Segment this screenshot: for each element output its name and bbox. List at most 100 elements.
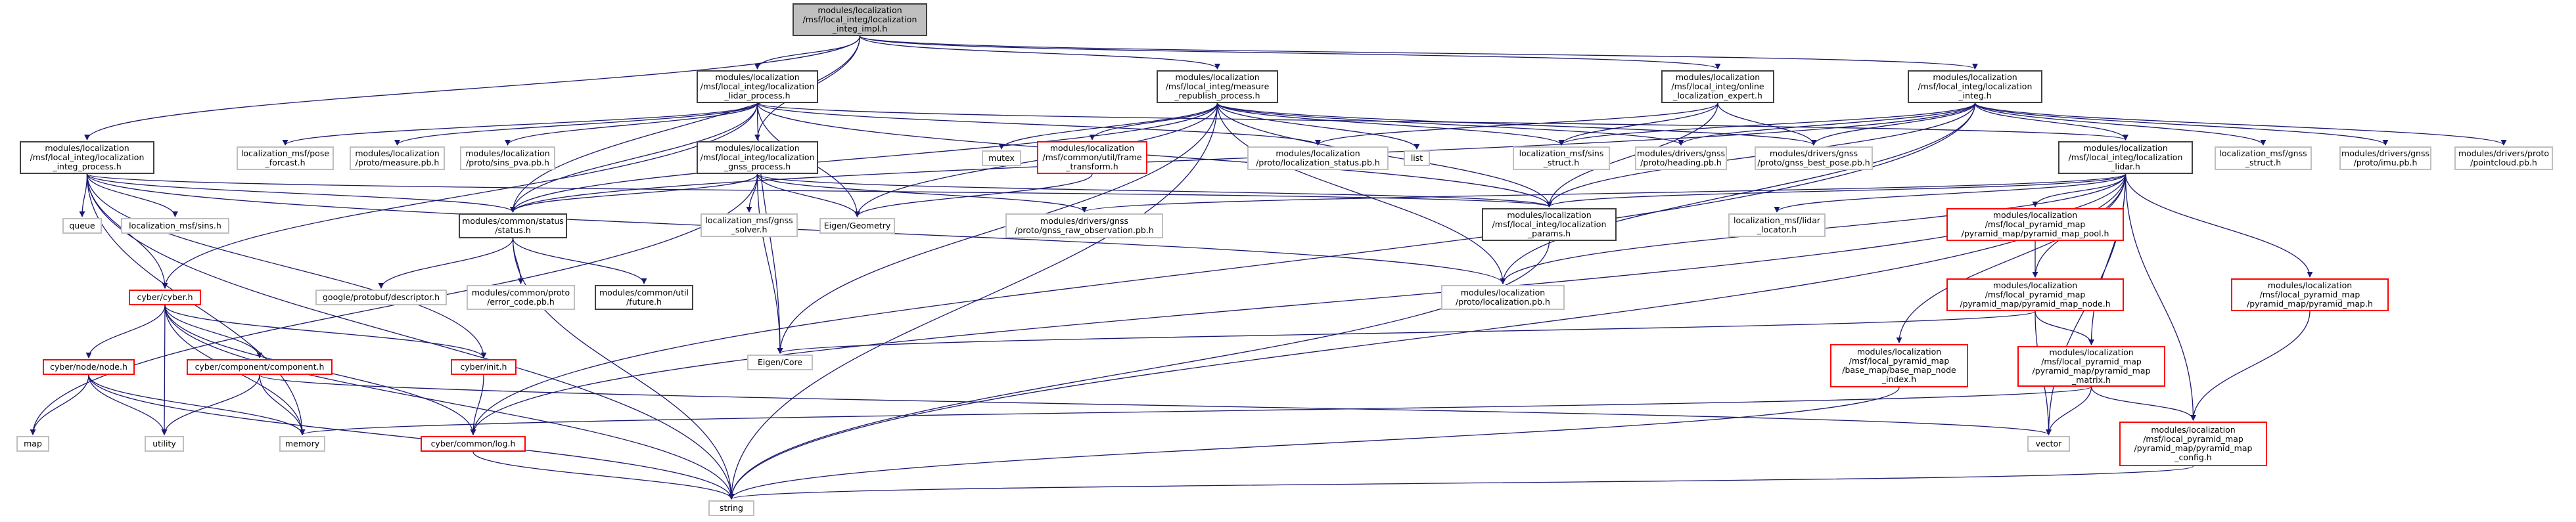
edge-component_h-to-memory <box>259 374 306 435</box>
edge-localization_lidar_h-to-pyramid_map_config <box>2125 173 2197 421</box>
node-gnss-solver-h[interactable]: localization_msf/gnss _solver.h <box>701 213 798 237</box>
edge-pyramid_map_matrix-to-pyramid_map_config <box>2090 386 2197 421</box>
node-eigen-geometry[interactable]: Eigen/Geometry <box>819 218 895 234</box>
edge-gnss_process-to-gnss_raw_observation_pb <box>756 173 1088 213</box>
edge-cyber_h-to-component_h <box>164 305 263 359</box>
edge-measure_republish-to-eigen_core <box>777 102 1218 354</box>
edge-pyramid_map_config-to-string <box>729 466 2194 500</box>
node-imu-pb-h[interactable]: modules/drivers/gnss /proto/imu.pb.h <box>2339 146 2431 170</box>
node-cyber-init-h[interactable]: cyber/init.h <box>451 359 517 375</box>
node-gnss-raw-observation-pb-h[interactable]: modules/drivers/gnss /proto/gnss_raw_obs… <box>1005 213 1163 238</box>
edge-integ_h-to-gnss_struct <box>1974 102 2266 146</box>
edge-integ_process-to-localization_params <box>86 173 1552 207</box>
node-cyber-h[interactable]: cyber/cyber.h <box>129 290 201 305</box>
edge-root-to-measure_republish <box>859 35 1220 70</box>
edge-frame_transform-to-eigen_geometry <box>854 173 1093 217</box>
edge-online_expert-to-gnss_best_pose_pb <box>1717 102 1817 146</box>
node-gnss-struct-h[interactable]: localization_msf/gnss _struct.h <box>2215 146 2312 170</box>
edge-integ_h-to-log_h <box>470 102 1976 435</box>
node-sins-h[interactable]: localization_msf/sins.h <box>121 218 229 234</box>
node-lidar-locator-h[interactable]: localization_msf/lidar _locator.h <box>1728 213 1826 237</box>
edge-online_expert-to-sins_struct <box>1558 102 1718 146</box>
edge-pyramid_map_node-to-pyramid_map_matrix <box>2035 311 2095 345</box>
edge-measure_republish-to-mutex <box>998 102 1218 150</box>
edge-localization_lidar_h-to-pyramid_map_h <box>2125 173 2313 278</box>
edge-localization_lidar_h-to-localization_params <box>1546 173 2127 207</box>
edge-pyramid_map_matrix-to-memory <box>300 386 2092 435</box>
node-sins-struct-h[interactable]: localization_msf/sins _struct.h <box>1513 146 1610 170</box>
node-utility[interactable]: utility <box>145 436 184 452</box>
edge-root-to-integ_process <box>84 35 861 141</box>
node-measure-pb-h[interactable]: modules/localization /proto/measure.pb.h <box>350 146 445 170</box>
edge-integ_h-to-imu_pb <box>1974 102 2389 146</box>
edge-component_h-to-utility <box>161 374 260 435</box>
node-pyramid-map-matrix-h[interactable]: modules/localization /msf/local_pyramid_… <box>2017 346 2165 387</box>
node-queue[interactable]: queue <box>62 218 102 234</box>
edge-measure_republish-to-localization_pb <box>1216 102 1506 284</box>
edge-measure_republish-to-list <box>1216 102 1420 150</box>
node-pointcloud-pb-h[interactable]: modules/drivers/proto /pointcloud.pb.h <box>2454 146 2553 170</box>
edge-localization_lidar_h-to-string <box>728 173 2127 500</box>
edge-cyber_h-to-node_h <box>85 305 166 359</box>
node-localization-integ-impl-h[interactable]: modules/localization /msf/local_integ/lo… <box>793 3 927 36</box>
node-string[interactable]: string <box>708 500 754 516</box>
node-localization-status-pb-h[interactable]: modules/localization /proto/localization… <box>1247 146 1389 170</box>
node-gnss-best-pose-pb-h[interactable]: modules/drivers/gnss /proto/gnss_best_po… <box>1755 146 1873 170</box>
edge-root-to-integ_h <box>859 35 1978 70</box>
node-pyramid-map-pool-h[interactable]: modules/localization /msf/local_pyramid_… <box>1946 208 2124 241</box>
edge-cyber_h-to-string <box>164 305 735 500</box>
node-localization-lidar-process-h[interactable]: modules/localization /msf/local_integ/lo… <box>697 70 818 103</box>
node-list[interactable]: list <box>1404 150 1430 166</box>
node-mutex[interactable]: mutex <box>982 150 1021 166</box>
node-component-h[interactable]: cyber/component/component.h <box>187 359 333 375</box>
node-localization-integ-process-h[interactable]: modules/localization /msf/local_integ/lo… <box>20 141 154 174</box>
edge-integ_h-to-status_h <box>510 102 1976 213</box>
node-localization-gnss-process-h[interactable]: modules/localization /msf/local_integ/lo… <box>697 141 818 174</box>
node-localization-pb-h[interactable]: modules/localization /proto/localization… <box>1441 285 1565 310</box>
edge-root-to-online_expert <box>859 35 1721 70</box>
node-measure-republish-process-h[interactable]: modules/localization /msf/local_integ/me… <box>1157 70 1278 103</box>
edge-lidar_process-to-localization_params <box>756 102 1552 207</box>
edge-pyramid_map_h-to-pyramid_map_config <box>2190 311 2311 421</box>
node-sins-pva-pb-h[interactable]: modules/localization /proto/sins_pva.pb.… <box>460 146 555 170</box>
edge-gnss_process-to-localization_params <box>756 173 1552 207</box>
node-heading-pb-h[interactable]: modules/drivers/gnss /proto/heading.pb.h <box>1635 146 1727 170</box>
node-online-localization-expert-h[interactable]: modules/localization /msf/local_integ/on… <box>1661 70 1774 103</box>
node-vector[interactable]: vector <box>2027 436 2070 452</box>
edge-gnss_process-to-status_h <box>510 173 758 213</box>
edge-measure_republish-to-gnss_best_pose_pb <box>1216 102 1817 146</box>
node-log-h[interactable]: cyber/common/log.h <box>421 436 526 452</box>
edge-integ_h-to-localization_lidar_h <box>1974 102 2128 141</box>
edge-integ_h-to-sins_struct <box>1558 102 1976 146</box>
edge-measure_republish-to-sins_struct <box>1216 102 1565 146</box>
node-base-map-node-index-h[interactable]: modules/localization /msf/local_pyramid_… <box>1830 344 1968 387</box>
edge-localization_lidar_h-to-pyramid_map_matrix <box>2088 173 2127 345</box>
node-frame-transform-h[interactable]: modules/localization /msf/common/util/fr… <box>1037 141 1147 174</box>
node-pose-forcast-h[interactable]: localization_msf/pose _forcast.h <box>237 146 334 170</box>
node-error-code-pb-h[interactable]: modules/common/proto /error_code.pb.h <box>467 285 575 310</box>
node-map[interactable]: map <box>16 436 49 452</box>
node-localization-params-h[interactable]: modules/localization /msf/local_integ/lo… <box>1482 208 1617 241</box>
node-localization-lidar-h[interactable]: modules/localization /msf/local_integ/lo… <box>2058 141 2193 174</box>
edge-node_h-to-memory <box>88 374 306 435</box>
node-memory[interactable]: memory <box>279 436 325 452</box>
edge-node_h-to-utility <box>88 374 168 435</box>
node-future-h[interactable]: modules/common/util /future.h <box>595 285 693 310</box>
node-pyramid-map-node-h[interactable]: modules/localization /msf/local_pyramid_… <box>1946 278 2124 311</box>
node-pyramid-map-config-h[interactable]: modules/localization /msf/local_pyramid_… <box>2119 422 2267 466</box>
node-status-h[interactable]: modules/common/status /status.h <box>459 213 567 238</box>
edge-online_expert-to-localization_params <box>1546 102 1718 207</box>
node-pyramid-map-h[interactable]: modules/localization /msf/local_pyramid_… <box>2231 278 2389 311</box>
edge-pyramid_map_matrix-to-vector <box>2045 386 2092 435</box>
edge-measure_republish-to-string <box>728 102 1218 500</box>
edge-online_expert-to-localization_status_pb <box>1315 102 1718 146</box>
node-cyber-node-h[interactable]: cyber/node/node.h <box>43 359 135 375</box>
node-eigen-core[interactable]: Eigen/Core <box>747 355 813 370</box>
node-localization-integ-h[interactable]: modules/localization /msf/local_integ/lo… <box>1908 70 2042 103</box>
edge-integ_process-to-init_h <box>86 173 487 359</box>
node-protobuf-descriptor-h[interactable]: google/protobuf/descriptor.h <box>315 290 447 305</box>
edges <box>30 35 2507 500</box>
edge-gnss_process-to-eigen_geometry <box>756 173 861 217</box>
edge-integ_h-to-localization_pb <box>1500 102 1976 284</box>
